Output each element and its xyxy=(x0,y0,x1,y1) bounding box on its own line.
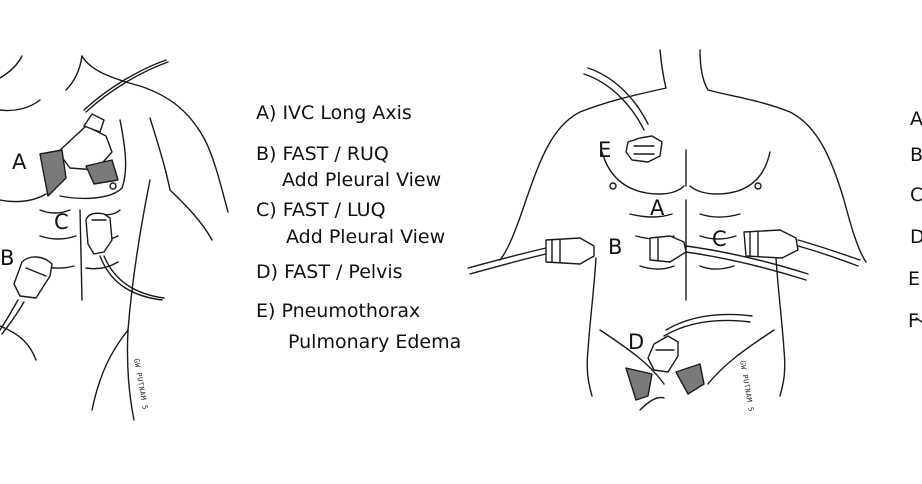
right-probe-e xyxy=(583,67,663,163)
edge-letter-d: D xyxy=(910,226,922,248)
right-probe-d xyxy=(625,313,753,401)
legend-item-e-detail: Pulmonary Edema xyxy=(288,331,462,353)
legend-item-c-detail: Add Pleural View xyxy=(286,226,446,248)
left-label-c: C xyxy=(54,210,69,234)
edge-letter-f: F xyxy=(908,310,919,332)
right-torso-outline xyxy=(499,49,867,411)
legend-item-e: E) Pneumothorax xyxy=(256,300,421,322)
far-right-edge-strokes xyxy=(915,317,922,323)
right-probe-b xyxy=(467,237,595,275)
legend-item-a: A) IVC Long Axis xyxy=(256,102,412,124)
edge-letter-b: B xyxy=(910,144,922,166)
edge-letter-e: E xyxy=(908,268,921,290)
edge-letter-a: A xyxy=(910,108,922,130)
left-label-b: B xyxy=(0,246,15,270)
right-label-e: E xyxy=(598,138,612,162)
right-label-c: C xyxy=(712,227,727,251)
right-label-d: D xyxy=(628,330,645,354)
legend-item-b: B) FAST / RUQ xyxy=(256,143,389,165)
legend-item-b-detail: Add Pleural View xyxy=(282,169,442,191)
right-probe-a xyxy=(649,235,809,281)
legend-item-c: C) FAST / LUQ xyxy=(256,199,386,221)
right-probe-c xyxy=(743,229,861,267)
left-probe-a xyxy=(39,59,169,197)
right-label-a: A xyxy=(650,196,665,220)
left-torso-outline xyxy=(0,55,229,421)
legend-item-d: D) FAST / Pelvis xyxy=(256,261,403,283)
left-probe-c xyxy=(85,212,165,301)
right-label-b: B xyxy=(608,235,623,259)
edge-letter-c: C xyxy=(910,184,922,206)
left-probe-b xyxy=(0,256,53,335)
left-label-a: A xyxy=(12,150,27,174)
